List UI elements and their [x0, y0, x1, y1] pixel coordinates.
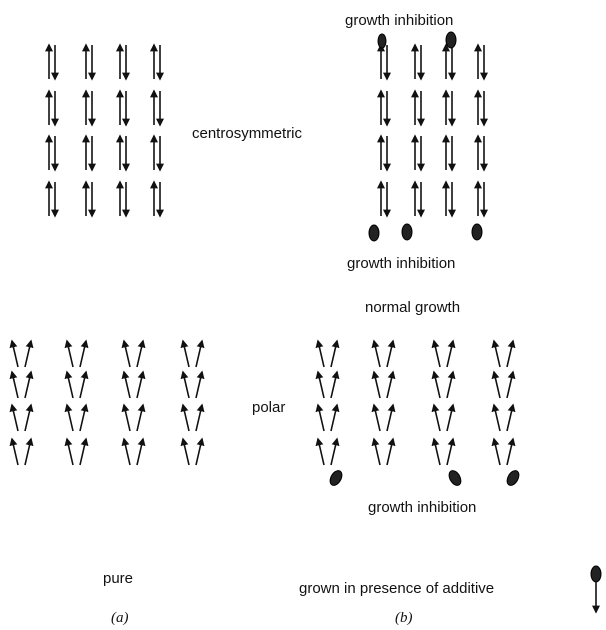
- centrosymmetric-label: centrosymmetric: [192, 125, 303, 142]
- grown-in-presence-label: grown in presence of additive: [299, 580, 494, 597]
- normal-growth-label: normal growth: [365, 299, 460, 316]
- additive-molecule-bottom: [472, 224, 482, 240]
- additive-polar-left-arrow: [318, 439, 324, 465]
- pure-polar-left-arrow: [67, 341, 73, 367]
- additive-centrosymmetric-arrows: [369, 32, 484, 241]
- pure-polar-right-arrow: [137, 439, 143, 465]
- additive-polar-right-arrow: [507, 439, 513, 465]
- polar-label: polar: [252, 399, 285, 416]
- growth-inhibition-mid-label: growth inhibition: [347, 255, 455, 272]
- pure-polar-left-arrow: [124, 439, 130, 465]
- additive-polar-left-arrow: [318, 341, 324, 367]
- pure-polar-right-arrow: [137, 405, 143, 431]
- additive-polar-right-arrow: [507, 372, 513, 398]
- additive-polar-left-arrow: [434, 341, 440, 367]
- pure-polar-right-arrow: [196, 439, 202, 465]
- pure-polar-right-arrow: [196, 372, 202, 398]
- additive-polar-left-arrow: [494, 439, 500, 465]
- additive-polar-left-arrow: [374, 405, 380, 431]
- additive-polar-right-arrow: [447, 372, 453, 398]
- additive-polar-left-arrow: [318, 372, 324, 398]
- additive-polar-left-arrow: [374, 372, 380, 398]
- additive-molecule-top: [446, 32, 456, 48]
- caption-b: (b): [395, 610, 413, 626]
- pure-polar-right-arrow: [25, 439, 31, 465]
- additive-polar-left-arrow: [494, 341, 500, 367]
- additive-molecule-bottom: [402, 224, 412, 240]
- pure-polar-left-arrow: [12, 405, 18, 431]
- pure-polar-arrows: [12, 341, 202, 465]
- pure-polar-left-arrow: [183, 405, 189, 431]
- pure-polar-left-arrow: [67, 439, 73, 465]
- additive-polar-right-arrow: [387, 439, 393, 465]
- additive-polar-left-arrow: [494, 372, 500, 398]
- additive-polar-left-arrow: [318, 405, 324, 431]
- pure-polar-left-arrow: [124, 405, 130, 431]
- additive-polar-left-arrow: [434, 372, 440, 398]
- pure-polar-left-arrow: [67, 372, 73, 398]
- pure-polar-left-arrow: [124, 372, 130, 398]
- pure-polar-left-arrow: [183, 341, 189, 367]
- pure-polar-right-arrow: [196, 405, 202, 431]
- additive-molecule-legend: [591, 566, 601, 582]
- additive-polar-right-arrow: [507, 341, 513, 367]
- additive-polar-right-arrow: [507, 405, 513, 431]
- pure-polar-left-arrow: [67, 405, 73, 431]
- pure-polar-left-arrow: [183, 372, 189, 398]
- pure-polar-right-arrow: [25, 341, 31, 367]
- additive-polar-left-arrow: [374, 439, 380, 465]
- pure-polar-right-arrow: [25, 405, 31, 431]
- additive-molecule-top: [378, 34, 386, 48]
- additive-legend-icon: [591, 566, 601, 612]
- additive-polar-right-arrow: [331, 372, 337, 398]
- additive-molecule-bottom: [369, 225, 379, 241]
- pure-polar-left-arrow: [12, 341, 18, 367]
- additive-polar-right-arrow: [331, 341, 337, 367]
- additive-polar-left-arrow: [434, 439, 440, 465]
- pure-polar-right-arrow: [80, 372, 86, 398]
- additive-polar-right-arrow: [331, 439, 337, 465]
- pure-polar-right-arrow: [137, 341, 143, 367]
- additive-molecule-polar: [447, 469, 464, 488]
- additive-polar-arrows: [318, 341, 521, 487]
- pure-polar-left-arrow: [12, 372, 18, 398]
- pure-polar-right-arrow: [25, 372, 31, 398]
- additive-polar-left-arrow: [494, 405, 500, 431]
- caption-a: (a): [111, 610, 129, 626]
- additive-polar-right-arrow: [387, 341, 393, 367]
- additive-polar-left-arrow: [374, 341, 380, 367]
- pure-label: pure: [103, 570, 133, 587]
- growth-inhibition-bottom-label: growth inhibition: [368, 499, 476, 516]
- additive-polar-left-arrow: [434, 405, 440, 431]
- pure-polar-right-arrow: [80, 405, 86, 431]
- additive-polar-right-arrow: [387, 372, 393, 398]
- additive-polar-right-arrow: [387, 405, 393, 431]
- additive-polar-right-arrow: [447, 439, 453, 465]
- pure-polar-right-arrow: [80, 341, 86, 367]
- pure-polar-left-arrow: [12, 439, 18, 465]
- growth-inhibition-top-label: growth inhibition: [345, 12, 453, 29]
- additive-molecule-polar: [505, 469, 522, 488]
- pure-polar-right-arrow: [80, 439, 86, 465]
- pure-polar-right-arrow: [137, 372, 143, 398]
- additive-polar-right-arrow: [447, 405, 453, 431]
- pure-polar-right-arrow: [196, 341, 202, 367]
- additive-molecule-polar: [328, 469, 345, 488]
- additive-polar-right-arrow: [331, 405, 337, 431]
- pure-centrosymmetric-arrows: [49, 45, 160, 216]
- pure-polar-left-arrow: [124, 341, 130, 367]
- pure-polar-left-arrow: [183, 439, 189, 465]
- additive-polar-right-arrow: [447, 341, 453, 367]
